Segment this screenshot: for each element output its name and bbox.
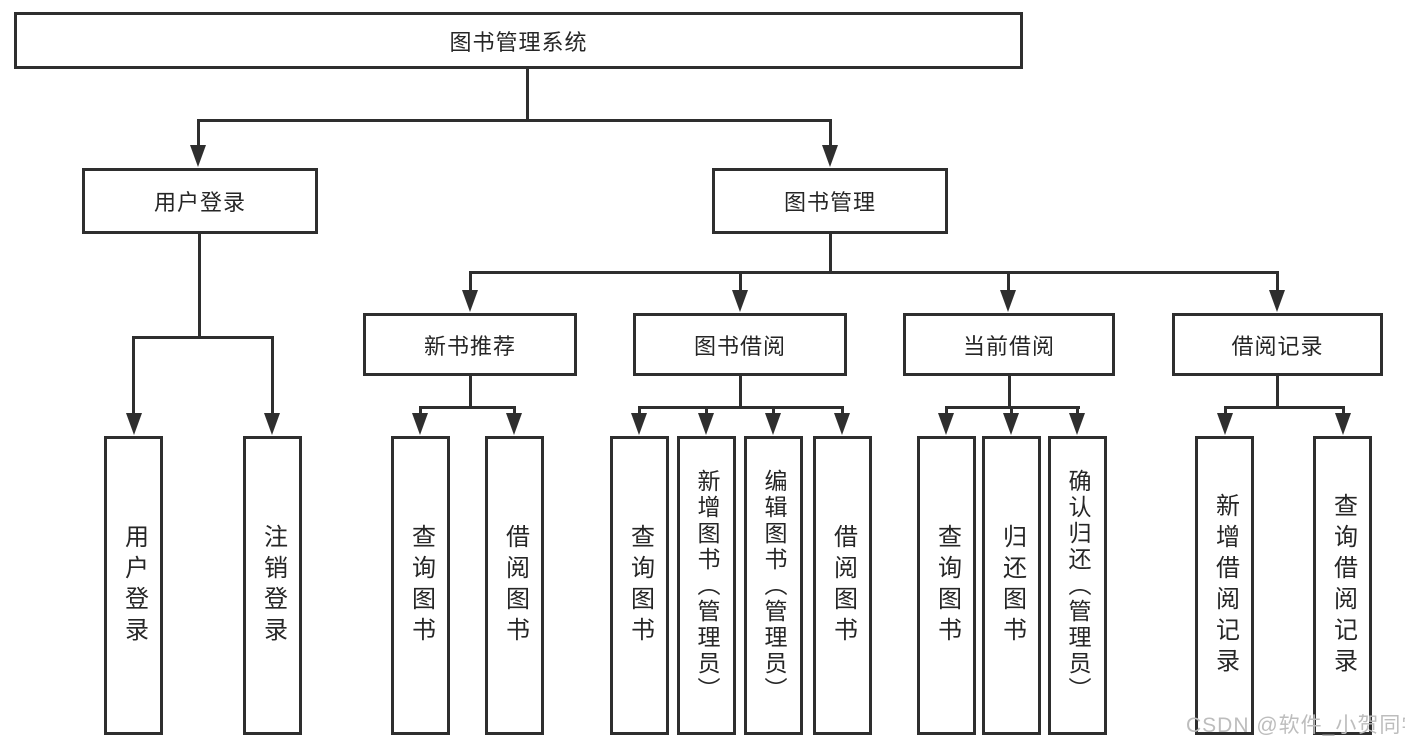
- leaf-label: 注销登录: [259, 523, 287, 648]
- node-leaf-user-login: 用户登录: [104, 436, 163, 735]
- node-leaf-add-books-admin: 新增图书（管理员）: [677, 436, 736, 735]
- arrow-down-icon: [765, 413, 781, 435]
- arrow-down-icon: [938, 413, 954, 435]
- connector-book-mgmt-stem: [829, 234, 832, 274]
- node-leaf-query-books-recommend: 查询图书: [391, 436, 450, 735]
- connector-root-split: [197, 119, 832, 122]
- connector-level3-stem: [739, 271, 742, 295]
- arrow-down-icon: [631, 413, 647, 435]
- node-borrowing-records: 借阅记录: [1172, 313, 1383, 376]
- arrow-down-icon: [1335, 413, 1351, 435]
- node-leaf-edit-books-admin: 编辑图书（管理员）: [744, 436, 803, 735]
- arrow-down-icon: [1069, 413, 1085, 435]
- arrow-down-icon: [1000, 290, 1016, 312]
- connector-user-login-split: [132, 336, 274, 339]
- node-leaf-query-books-borrowing: 查询图书: [610, 436, 669, 735]
- leaf-label: 借阅图书: [501, 523, 529, 648]
- connector-group-stem: [739, 376, 742, 408]
- arrow-down-icon: [264, 413, 280, 435]
- connector-leaf-stem: [945, 406, 948, 418]
- leaf-label: 查询借阅记录: [1329, 492, 1357, 679]
- node-user-login: 用户登录: [82, 168, 318, 234]
- node-leaf-borrow-books-borrowing: 借阅图书: [813, 436, 872, 735]
- node-leaf-query-borrow-record: 查询借阅记录: [1313, 436, 1372, 735]
- connector-leaf-stem: [638, 406, 641, 418]
- node-leaf-logout: 注销登录: [243, 436, 302, 735]
- arrow-down-icon: [732, 290, 748, 312]
- arrow-down-icon: [822, 145, 838, 167]
- node-book-management: 图书管理: [712, 168, 948, 234]
- node-leaf-return-books: 归还图书: [982, 436, 1041, 735]
- node-library-management-system: 图书管理系统: [14, 12, 1023, 69]
- connector-level3-stem: [469, 271, 472, 295]
- leaf-label: 归还图书: [998, 523, 1026, 648]
- leaf-label: 查询图书: [626, 523, 654, 648]
- node-leaf-borrow-books-recommend: 借阅图书: [485, 436, 544, 735]
- connector-leaf-stem: [419, 406, 422, 418]
- connector-to-user-login-stem: [197, 119, 200, 149]
- node-book-borrowing: 图书借阅: [633, 313, 847, 376]
- connector-leaf-stem: [841, 406, 844, 418]
- connector-root-stem: [526, 69, 529, 120]
- connector-leaf-stem: [772, 406, 775, 418]
- connector-user-login-stem: [198, 234, 201, 338]
- connector-leaf-stem: [132, 336, 135, 418]
- connector-leaf-stem: [1010, 406, 1013, 418]
- connector-leaf-stem: [1076, 406, 1079, 418]
- arrow-down-icon: [190, 145, 206, 167]
- node-current-borrowing: 当前借阅: [903, 313, 1115, 376]
- leaf-label: 新增借阅记录: [1211, 492, 1239, 679]
- connector-group-stem: [1008, 376, 1011, 408]
- leaf-label: 查询图书: [933, 523, 961, 648]
- arrow-down-icon: [698, 413, 714, 435]
- node-leaf-add-borrow-record: 新增借阅记录: [1195, 436, 1254, 735]
- arrow-down-icon: [1269, 290, 1285, 312]
- connector-leaf-stem: [1342, 406, 1345, 418]
- connector-group-split: [1224, 406, 1345, 409]
- connector-group-stem: [1276, 376, 1279, 408]
- connector-group-split: [419, 406, 516, 409]
- leaf-label: 用户登录: [120, 523, 148, 648]
- leaf-label: 编辑图书（管理员）: [761, 468, 787, 703]
- arrow-down-icon: [462, 290, 478, 312]
- arrow-down-icon: [506, 413, 522, 435]
- connector-leaf-stem: [271, 336, 274, 418]
- connector-book-mgmt-split: [469, 271, 1279, 274]
- connector-group-split: [638, 406, 844, 409]
- node-leaf-query-books-current: 查询图书: [917, 436, 976, 735]
- leaf-label: 查询图书: [407, 523, 435, 648]
- leaf-label: 确认归还（管理员）: [1065, 468, 1091, 703]
- node-new-book-recommend: 新书推荐: [363, 313, 577, 376]
- arrow-down-icon: [1217, 413, 1233, 435]
- connector-group-stem: [469, 376, 472, 408]
- leaf-label: 新增图书（管理员）: [694, 468, 720, 703]
- node-leaf-confirm-return-admin: 确认归还（管理员）: [1048, 436, 1107, 735]
- connector-leaf-stem: [513, 406, 516, 418]
- leaf-label: 借阅图书: [829, 523, 857, 648]
- arrow-down-icon: [412, 413, 428, 435]
- arrow-down-icon: [126, 413, 142, 435]
- connector-leaf-stem: [705, 406, 708, 418]
- csdn-watermark: CSDN @软件_小贺同学: [1186, 714, 1405, 737]
- arrow-down-icon: [1003, 413, 1019, 435]
- arrow-down-icon: [834, 413, 850, 435]
- connector-level3-stem: [1007, 271, 1010, 295]
- connector-leaf-stem: [1224, 406, 1227, 418]
- connector-level3-stem: [1276, 271, 1279, 295]
- connector-to-book-mgmt-stem: [829, 119, 832, 149]
